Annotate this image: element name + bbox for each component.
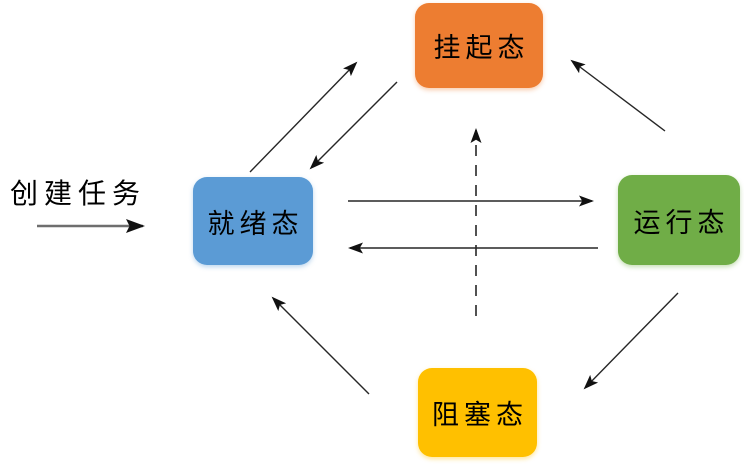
suspended-to-ready-arrow <box>309 81 398 170</box>
create-task-label: 创建任务 <box>10 179 147 210</box>
blocked-to-ready-arrow <box>271 296 370 395</box>
state-box-blocked: 阻塞态 <box>418 368 537 457</box>
ready-to-suspended-arrow <box>249 61 358 173</box>
running-to-blocked-arrow <box>583 292 679 390</box>
state-box-suspended: 挂起态 <box>415 3 543 88</box>
state-box-running: 运行态 <box>618 175 740 265</box>
state-box-ready: 就绪态 <box>193 177 313 265</box>
running-to-suspended-arrow <box>570 59 666 132</box>
